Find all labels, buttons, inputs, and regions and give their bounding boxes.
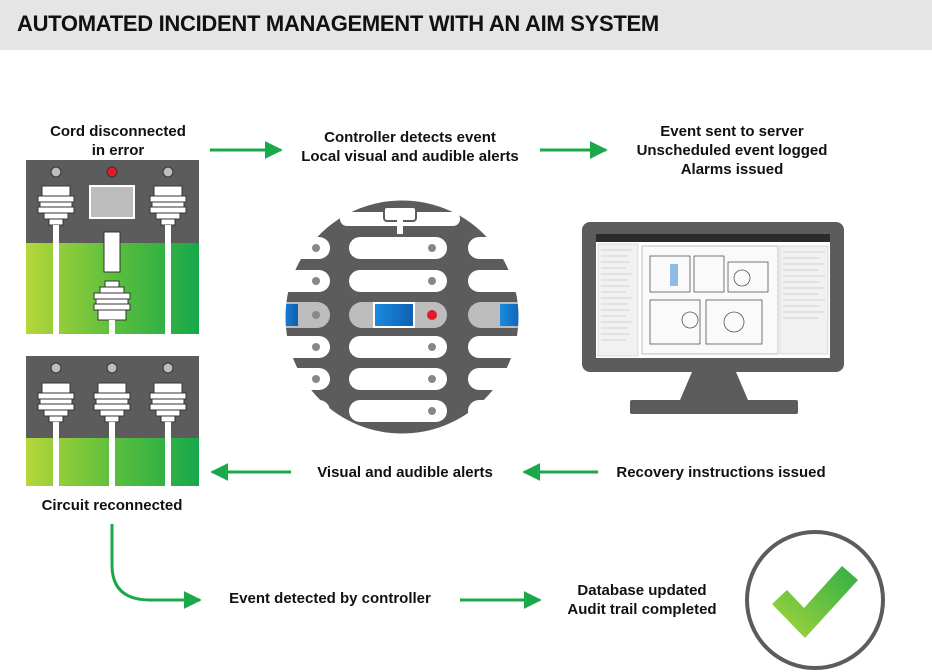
flow-arrows xyxy=(110,141,608,609)
header: AUTOMATED INCIDENT MANAGEMENT WITH AN AI… xyxy=(0,0,932,50)
monitor-icon xyxy=(582,222,844,414)
label-event-detected: Event detected by controller xyxy=(229,590,431,607)
check-icon xyxy=(745,530,885,670)
patch-panel-reconnected xyxy=(26,356,199,486)
label-recovery: Recovery instructions issued xyxy=(616,464,826,481)
page-title: AUTOMATED INCIDENT MANAGEMENT WITH AN AI… xyxy=(17,11,659,36)
label-circuit-reconnected: Circuit reconnected xyxy=(41,497,183,514)
patch-panel-disconnected xyxy=(26,160,199,334)
arrow-reconnected-to-detected xyxy=(110,524,202,609)
label-visual-alerts: Visual and audible alerts xyxy=(317,464,493,481)
controller-icon xyxy=(282,197,522,437)
